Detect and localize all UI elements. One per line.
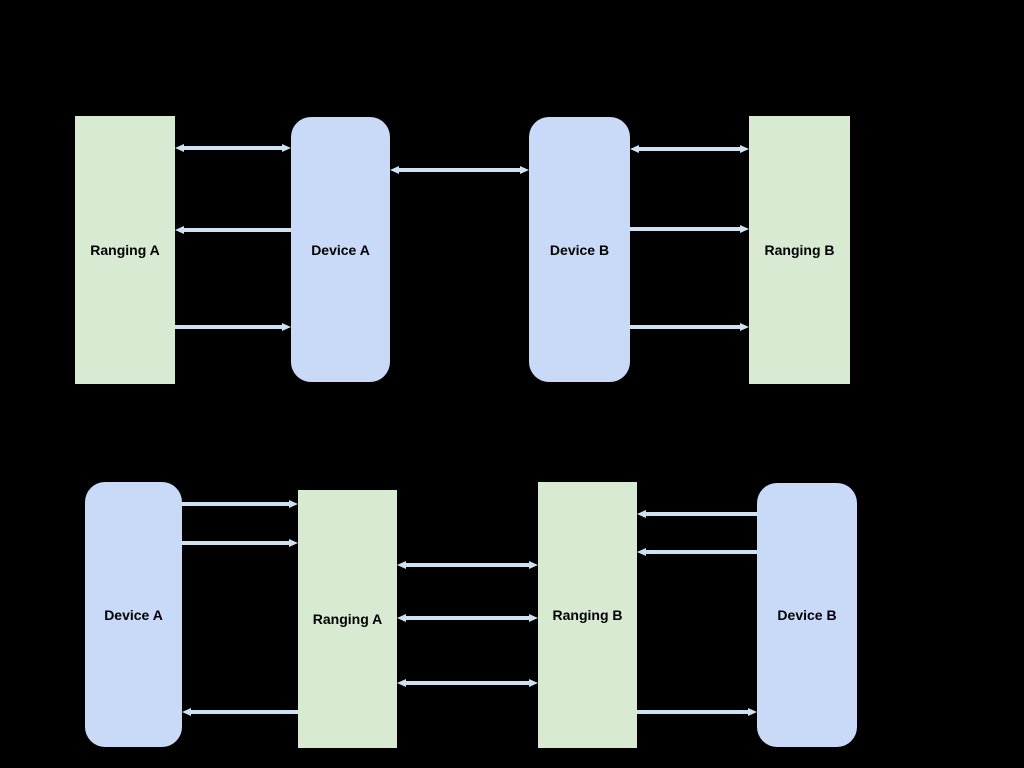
box-device-b: Device B <box>757 483 857 747</box>
arrowhead-right-icon <box>529 614 538 622</box>
box-label-device-a: Device A <box>311 241 370 258</box>
arrow-device-a-to-ranging-a-1 <box>182 537 298 549</box>
arrow-shaft <box>404 616 531 620</box>
arrowhead-left-icon <box>630 145 639 153</box>
arrow-shaft <box>637 147 742 151</box>
arrowhead-right-icon <box>529 679 538 687</box>
box-device-b: Device B <box>529 117 630 382</box>
box-label-ranging-b: Ranging B <box>552 607 623 623</box>
arrowhead-right-icon <box>520 166 529 174</box>
arrowhead-right-icon <box>282 144 291 152</box>
arrowhead-left-icon <box>397 561 406 569</box>
arrowhead-left-icon <box>390 166 399 174</box>
arrowhead-right-icon <box>282 323 291 331</box>
box-ranging-b: Ranging B <box>749 116 850 384</box>
arrow-shaft <box>182 228 291 232</box>
arrow-device-a-to-ranging-a-1 <box>175 224 291 236</box>
arrowhead-left-icon <box>397 679 406 687</box>
arrow-ranging-a-to-ranging-b-5 <box>397 677 538 689</box>
box-ranging-a: Ranging A <box>75 116 175 384</box>
arrowhead-right-icon <box>748 708 757 716</box>
arrow-device-b-to-ranging-b-4 <box>630 143 749 155</box>
arrow-shaft <box>630 325 742 329</box>
box-label-device-b: Device B <box>777 607 837 623</box>
box-label-device-a: Device A <box>104 606 163 623</box>
arrow-ranging-a-to-device-a-2 <box>182 706 298 718</box>
box-ranging-a: Ranging A <box>298 490 397 748</box>
arrow-device-a-to-device-b-3 <box>390 164 529 176</box>
arrow-shaft <box>637 710 750 714</box>
box-label-device-b: Device B <box>549 241 610 258</box>
arrow-ranging-b-to-device-b-8 <box>637 706 757 718</box>
arrowhead-right-icon <box>289 539 298 547</box>
arrowhead-right-icon <box>740 145 749 153</box>
arrow-ranging-a-to-device-a-0 <box>175 142 291 154</box>
arrow-ranging-a-to-ranging-b-3 <box>397 559 538 571</box>
arrowhead-left-icon <box>175 226 184 234</box>
arrow-device-b-to-ranging-b-6 <box>630 321 749 333</box>
arrow-shaft <box>182 146 284 150</box>
arrowhead-right-icon <box>740 323 749 331</box>
arrowhead-left-icon <box>637 548 646 556</box>
arrow-shaft <box>175 325 284 329</box>
arrow-device-b-to-ranging-b-6 <box>637 508 757 520</box>
arrow-shaft <box>404 681 531 685</box>
arrow-device-a-to-ranging-a-0 <box>182 498 298 510</box>
box-label-ranging-a: Ranging A <box>312 611 383 627</box>
arrow-shaft <box>644 512 757 516</box>
arrowhead-right-icon <box>529 561 538 569</box>
arrow-device-b-to-ranging-b-5 <box>630 223 749 235</box>
box-label-ranging-b: Ranging B <box>764 242 835 258</box>
box-device-a: Device A <box>85 482 182 747</box>
arrowhead-right-icon <box>740 225 749 233</box>
arrowhead-right-icon <box>289 500 298 508</box>
box-ranging-b: Ranging B <box>538 482 637 748</box>
arrowhead-left-icon <box>637 510 646 518</box>
arrow-ranging-a-to-ranging-b-4 <box>397 612 538 624</box>
arrow-shaft <box>189 710 298 714</box>
arrowhead-left-icon <box>182 708 191 716</box>
arrowhead-left-icon <box>397 614 406 622</box>
arrowhead-left-icon <box>175 144 184 152</box>
arrow-shaft <box>182 541 291 545</box>
box-device-a: Device A <box>291 117 390 382</box>
box-label-ranging-a: Ranging A <box>90 242 160 258</box>
arrow-ranging-a-to-device-a-2 <box>175 321 291 333</box>
arrow-shaft <box>182 502 291 506</box>
arrow-shaft <box>397 168 522 172</box>
arrow-shaft <box>630 227 742 231</box>
arrow-shaft <box>404 563 531 567</box>
arrow-shaft <box>644 550 757 554</box>
arrow-device-b-to-ranging-b-7 <box>637 546 757 558</box>
